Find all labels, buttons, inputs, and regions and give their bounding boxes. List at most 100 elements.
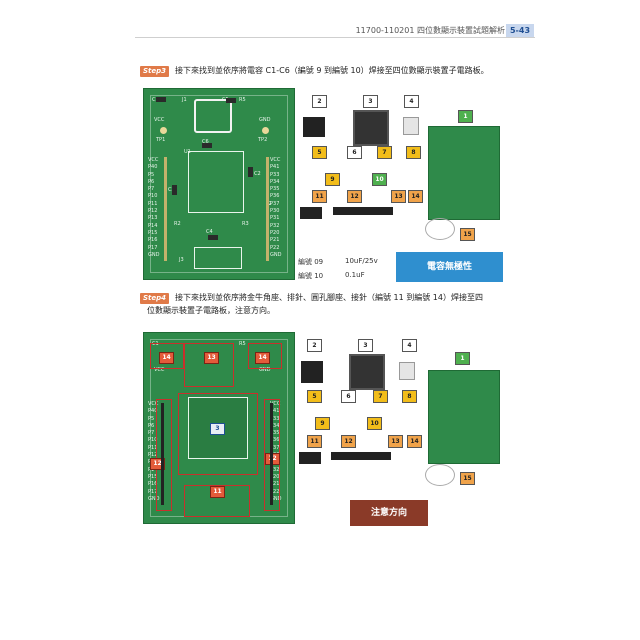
part-tag-10: 10 <box>372 173 387 186</box>
silk-c1-2: C1 <box>152 341 159 347</box>
capacitor-c1 <box>156 97 166 102</box>
left-pin-labels: VCC P40 P5 P6 P7 P10 P11 P12 P13 P14 P15… <box>148 157 160 258</box>
capacitor-c3 <box>172 185 177 195</box>
board-tag-3: 3 <box>210 423 225 435</box>
part2-tag-11: 11 <box>307 435 322 448</box>
pin-header-part <box>333 207 393 215</box>
crystal-part-2 <box>399 362 415 380</box>
header-divider <box>135 37 535 38</box>
capacitor-c6 <box>202 143 212 148</box>
silk-j2: J2 <box>267 201 272 207</box>
connector-part-2 <box>301 361 323 383</box>
silk-vcc-2: VCC <box>154 367 165 373</box>
highlight-socket-top <box>184 343 234 387</box>
silk-gnd: GND <box>259 117 271 123</box>
part-tag-2: 2 <box>312 95 327 108</box>
spec-value-10: 0.1uF <box>345 271 365 279</box>
part-tag-3: 3 <box>363 95 378 108</box>
parts-panel-step4: 2 3 4 1 5 6 7 8 9 10 11 12 13 14 15 <box>295 334 500 486</box>
part2-tag-1: 1 <box>455 352 470 365</box>
note-banner-no-polarity: 電容無極性 <box>396 252 503 282</box>
page-number: 5-43 <box>506 24 534 37</box>
part-tag-9: 9 <box>325 173 340 186</box>
wire-part <box>425 218 455 240</box>
silk-c6: C6 <box>202 139 209 145</box>
silk-r5: R5 <box>239 97 246 103</box>
highlight-pin-left <box>150 343 184 369</box>
highlight-plcc <box>178 393 258 475</box>
silk-u1: U1 <box>184 149 191 155</box>
spec-label-10: 編號 10 <box>298 272 324 280</box>
capacitor-c5 <box>226 98 236 103</box>
part-tag-4: 4 <box>404 95 419 108</box>
silk-c4: C4 <box>206 229 213 235</box>
part-tag-7: 7 <box>377 146 392 159</box>
silk-j1: J1 <box>182 97 187 103</box>
highlight-bottom-connector <box>184 485 250 517</box>
capacitor-c2 <box>248 167 253 177</box>
wire-part-2 <box>425 464 455 486</box>
board-tag-13: 13 <box>204 352 219 364</box>
part2-tag-5: 5 <box>307 390 322 403</box>
board-tag-14-right: 14 <box>255 352 270 364</box>
part-tag-14: 14 <box>408 190 423 203</box>
silk-j3: J3 <box>179 257 184 263</box>
part-tag-11: 11 <box>312 190 327 203</box>
part2-tag-4: 4 <box>402 339 417 352</box>
crystal-part <box>403 117 419 135</box>
step3-badge: Step3 <box>140 66 170 77</box>
spec-value-09: 10uF/25v <box>345 257 378 265</box>
silk-r3: R3 <box>242 221 249 227</box>
u1-outline <box>188 151 244 213</box>
pcb-part-image <box>428 126 500 220</box>
silk-c1: C1 <box>152 97 159 103</box>
pcb-part-image-2 <box>428 370 500 464</box>
running-header: 11700-110201 四位數顯示裝置試題解析 <box>355 26 505 35</box>
silk-r2: R2 <box>174 221 181 227</box>
part-tag-1: 1 <box>458 110 473 123</box>
silk-tp1: TP1 <box>156 137 166 143</box>
part-tag-8: 8 <box>406 146 421 159</box>
right-pin-labels-2: VCC P41 P33 P34 P35 P36 P37 P30 P31 P32 … <box>270 401 282 502</box>
part-tag-5: 5 <box>312 146 327 159</box>
header-socket-part <box>300 207 322 219</box>
part2-tag-9: 9 <box>315 417 330 430</box>
part2-tag-6: 6 <box>341 390 356 403</box>
highlight-header-left <box>156 399 172 511</box>
part-tag-13: 13 <box>391 190 406 203</box>
header-socket-part-2 <box>299 452 321 464</box>
step3-instruction: 接下來找到並依序將電容 C1-C6（編號 9 到編號 10）焊接至四位數顯示裝置… <box>175 66 489 75</box>
connector-part <box>303 117 325 137</box>
plcc-socket-part <box>353 110 389 146</box>
silk-gnd-2: GND <box>259 367 271 373</box>
board-tag-11: 11 <box>210 486 225 498</box>
silk-c3: C3 <box>168 187 175 193</box>
ic-socket-outline <box>194 99 232 133</box>
board-tag-14-left: 14 <box>159 352 174 364</box>
part2-tag-7: 7 <box>373 390 388 403</box>
pcb-board-step4: C1 R5 VCC GND VCC P40 P5 P6 P7 P10 P11 P… <box>143 332 295 524</box>
part2-tag-8: 8 <box>402 390 417 403</box>
part2-tag-10: 10 <box>367 417 382 430</box>
step4-instruction-line1: 接下來找到並依序將金牛角座、排針、圓孔腳座、接針（編號 11 到編號 14）焊接… <box>175 293 483 302</box>
part-tag-15: 15 <box>460 228 475 241</box>
part-tag-6: 6 <box>347 146 362 159</box>
part2-tag-12: 12 <box>341 435 356 448</box>
part2-tag-3: 3 <box>358 339 373 352</box>
part2-tag-14: 14 <box>407 435 422 448</box>
pin-header-part-2 <box>331 452 391 460</box>
step4-badge: Step4 <box>140 293 170 304</box>
part2-tag-13: 13 <box>388 435 403 448</box>
silk-vcc: VCC <box>154 117 165 123</box>
capacitor-c4 <box>208 235 218 240</box>
spec-label-09: 編號 09 <box>298 258 324 266</box>
plcc-socket-part-2 <box>349 354 385 390</box>
part2-tag-15: 15 <box>460 472 475 485</box>
right-pin-labels: VCC P41 P33 P34 P35 P36 P37 P30 P31 P32 … <box>270 157 282 258</box>
highlight-pin-right <box>248 343 282 369</box>
silk-tp2: TP2 <box>258 137 268 143</box>
part2-tag-2: 2 <box>307 339 322 352</box>
step4-instruction-line2: 位數顯示裝置子電路板，注意方向。 <box>147 306 275 315</box>
silk-c2: C2 <box>254 171 261 177</box>
j3-outline <box>194 247 242 269</box>
